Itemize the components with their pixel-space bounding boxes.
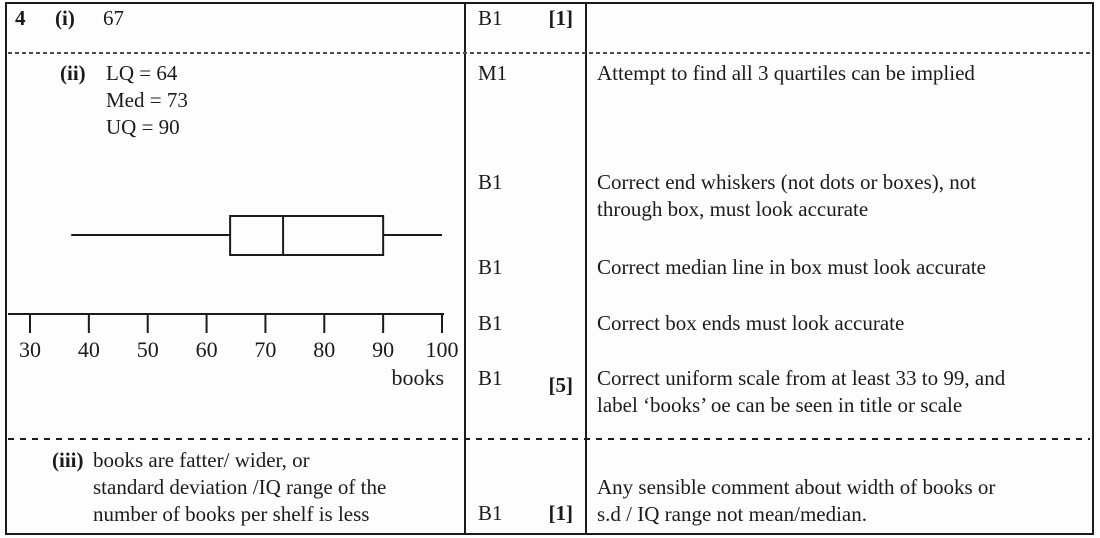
comment-median: Correct median line in box must look acc…	[597, 255, 986, 279]
question-number: 4	[15, 6, 26, 30]
axis-tick-label: 40	[78, 337, 100, 362]
part-label-iii: (iii)	[52, 448, 84, 472]
axis-tick-label: 60	[196, 337, 218, 362]
comment-scale-line1: Correct uniform scale from at least 33 t…	[597, 366, 1006, 390]
column-divider-comments	[585, 2, 587, 535]
answer-iii-line3: number of books per shelf is less	[93, 502, 370, 526]
mark-code-m1: M1	[478, 61, 508, 85]
axis-tick-label: 30	[19, 337, 41, 362]
iqr-box	[229, 215, 385, 256]
mark-code-b1-median: B1	[478, 255, 503, 279]
mark-total-part-ii: [5]	[548, 373, 574, 397]
mark-total-part-i: [1]	[548, 6, 574, 30]
comment-scale-line2: label ‘books’ oe can be seen in title or…	[597, 393, 963, 417]
part-label-i: (i)	[55, 6, 75, 30]
answer-part-i: 67	[103, 6, 124, 30]
comment-iii-line1: Any sensible comment about width of book…	[597, 475, 996, 499]
mark-code-part-i: B1	[478, 6, 503, 30]
axis-tick-label: 100	[426, 337, 459, 362]
comment-iii-line2: s.d / IQ range not mean/median.	[597, 502, 868, 526]
box-plot-diagram: 30 40 50 60 70 80 90 100 books	[6, 150, 464, 398]
comment-whiskers-line2: through box, must look accurate	[597, 197, 869, 221]
box-plot-svg: 30 40 50 60 70 80 90 100 books	[8, 215, 459, 390]
axis-label: books	[391, 365, 444, 390]
mark-total-part-iii: [1]	[548, 501, 574, 525]
axis-tick-label: 70	[254, 337, 276, 362]
row-separator-dashed-2	[8, 438, 1090, 440]
table-outer-border	[5, 2, 1094, 535]
comment-quartiles: Attempt to find all 3 quartiles can be i…	[597, 61, 975, 85]
row-separator-dashed-1	[8, 52, 1090, 54]
answer-lq: LQ = 64	[106, 61, 178, 85]
axis-tick-label: 90	[372, 337, 394, 362]
answer-med: Med = 73	[106, 88, 188, 112]
column-divider-marks	[464, 2, 466, 535]
answer-uq: UQ = 90	[106, 115, 180, 139]
part-label-ii: (ii)	[60, 61, 86, 85]
axis-tick-label: 80	[313, 337, 335, 362]
comment-whiskers-line1: Correct end whiskers (not dots or boxes)…	[597, 170, 977, 194]
mark-code-b1-whiskers: B1	[478, 170, 503, 194]
mark-code-part-iii: B1	[478, 501, 503, 525]
comment-box-ends: Correct box ends must look accurate	[597, 311, 905, 335]
mark-code-b1-box-ends: B1	[478, 311, 503, 335]
answer-iii-line2: standard deviation /IQ range of the	[93, 475, 387, 499]
answer-iii-line1: books are fatter/ wider, or	[93, 448, 310, 472]
mark-code-b1-scale: B1	[478, 366, 503, 390]
axis-tick-label: 50	[137, 337, 159, 362]
